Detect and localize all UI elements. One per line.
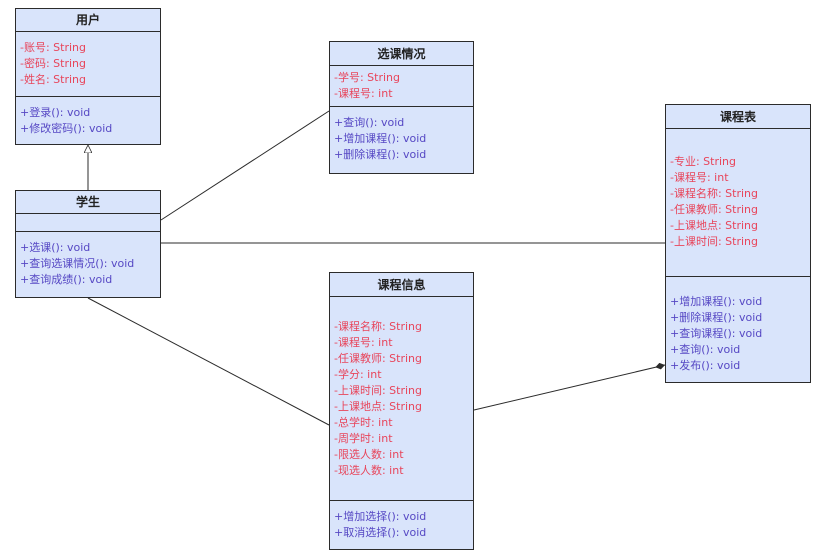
attribute: -课程号: int	[334, 87, 393, 100]
operation: +查询成绩(): void	[20, 273, 113, 286]
operation: +删除课程(): void	[670, 311, 763, 324]
class-student-name: 学生	[16, 191, 160, 214]
operation: +登录(): void	[20, 106, 91, 119]
attribute: -学号: String	[334, 71, 400, 84]
class-course-table-operations: +增加课程(): void +删除课程(): void +查询课程(): voi…	[666, 277, 810, 374]
class-user-operations: +登录(): void +修改密码(): void	[16, 97, 160, 137]
attribute: -课程名称: String	[670, 187, 758, 200]
attribute: -总学时: int	[334, 416, 393, 429]
operation: +增加课程(): void	[670, 295, 763, 308]
attribute: -现选人数: int	[334, 464, 404, 477]
class-student-attributes	[16, 214, 160, 232]
operation: +查询(): void	[670, 343, 741, 356]
attribute: -任课教师: String	[334, 352, 422, 365]
operation: +增加课程(): void	[334, 132, 427, 145]
operation: +修改密码(): void	[20, 122, 113, 135]
attribute: -限选人数: int	[334, 448, 404, 461]
attribute: -上课时间: String	[334, 384, 422, 397]
attribute: -上课时间: String	[670, 235, 758, 248]
association-student-course-info	[87, 297, 330, 426]
attribute: -姓名: String	[20, 73, 86, 86]
class-course-table-name: 课程表	[666, 105, 810, 129]
attribute: -上课地点: String	[334, 400, 422, 413]
attribute: -账号: String	[20, 41, 86, 54]
class-course-info-attributes: -课程名称: String -课程号: int -任课教师: String -学…	[330, 297, 473, 501]
class-course-table[interactable]: 课程表 -专业: String -课程号: int -课程名称: String …	[665, 104, 811, 383]
class-selection-name: 选课情况	[330, 42, 473, 66]
attribute: -密码: String	[20, 57, 86, 70]
class-course-info-name: 课程信息	[330, 273, 473, 297]
class-selection-attributes: -学号: String -课程号: int	[330, 66, 473, 107]
attribute: -课程号: int	[670, 171, 729, 184]
class-user-name: 用户	[16, 9, 160, 32]
class-selection[interactable]: 选课情况 -学号: String -课程号: int +查询(): void +…	[329, 41, 474, 174]
operation: +查询课程(): void	[670, 327, 763, 340]
operation: +选课(): void	[20, 241, 91, 254]
attribute: -周学时: int	[334, 432, 393, 445]
attribute: -课程名称: String	[334, 320, 422, 333]
operation: +查询选课情况(): void	[20, 257, 135, 270]
operation: +发布(): void	[670, 359, 741, 372]
class-student-operations: +选课(): void +查询选课情况(): void +查询成绩(): voi…	[16, 232, 160, 288]
aggregation-course-info-course-table	[473, 362, 666, 411]
operation: +增加选择(): void	[334, 510, 427, 523]
operation: +取消选择(): void	[334, 526, 427, 539]
operation: +删除课程(): void	[334, 148, 427, 161]
attribute: -上课地点: String	[670, 219, 758, 232]
class-user-attributes: -账号: String -密码: String -姓名: String	[16, 32, 160, 97]
attribute: -课程号: int	[334, 336, 393, 349]
class-selection-operations: +查询(): void +增加课程(): void +删除课程(): void	[330, 107, 473, 163]
class-course-table-attributes: -专业: String -课程号: int -课程名称: String -任课教…	[666, 129, 810, 277]
class-course-info-operations: +增加选择(): void +取消选择(): void	[330, 501, 473, 541]
attribute: -专业: String	[670, 155, 736, 168]
class-user[interactable]: 用户 -账号: String -密码: String -姓名: String +…	[15, 8, 161, 145]
attribute: -任课教师: String	[670, 203, 758, 216]
class-course-info[interactable]: 课程信息 -课程名称: String -课程号: int -任课教师: Stri…	[329, 272, 474, 550]
class-student[interactable]: 学生 +选课(): void +查询选课情况(): void +查询成绩(): …	[15, 190, 161, 298]
operation: +查询(): void	[334, 116, 405, 129]
attribute: -学分: int	[334, 368, 382, 381]
association-student-selection	[160, 110, 330, 221]
